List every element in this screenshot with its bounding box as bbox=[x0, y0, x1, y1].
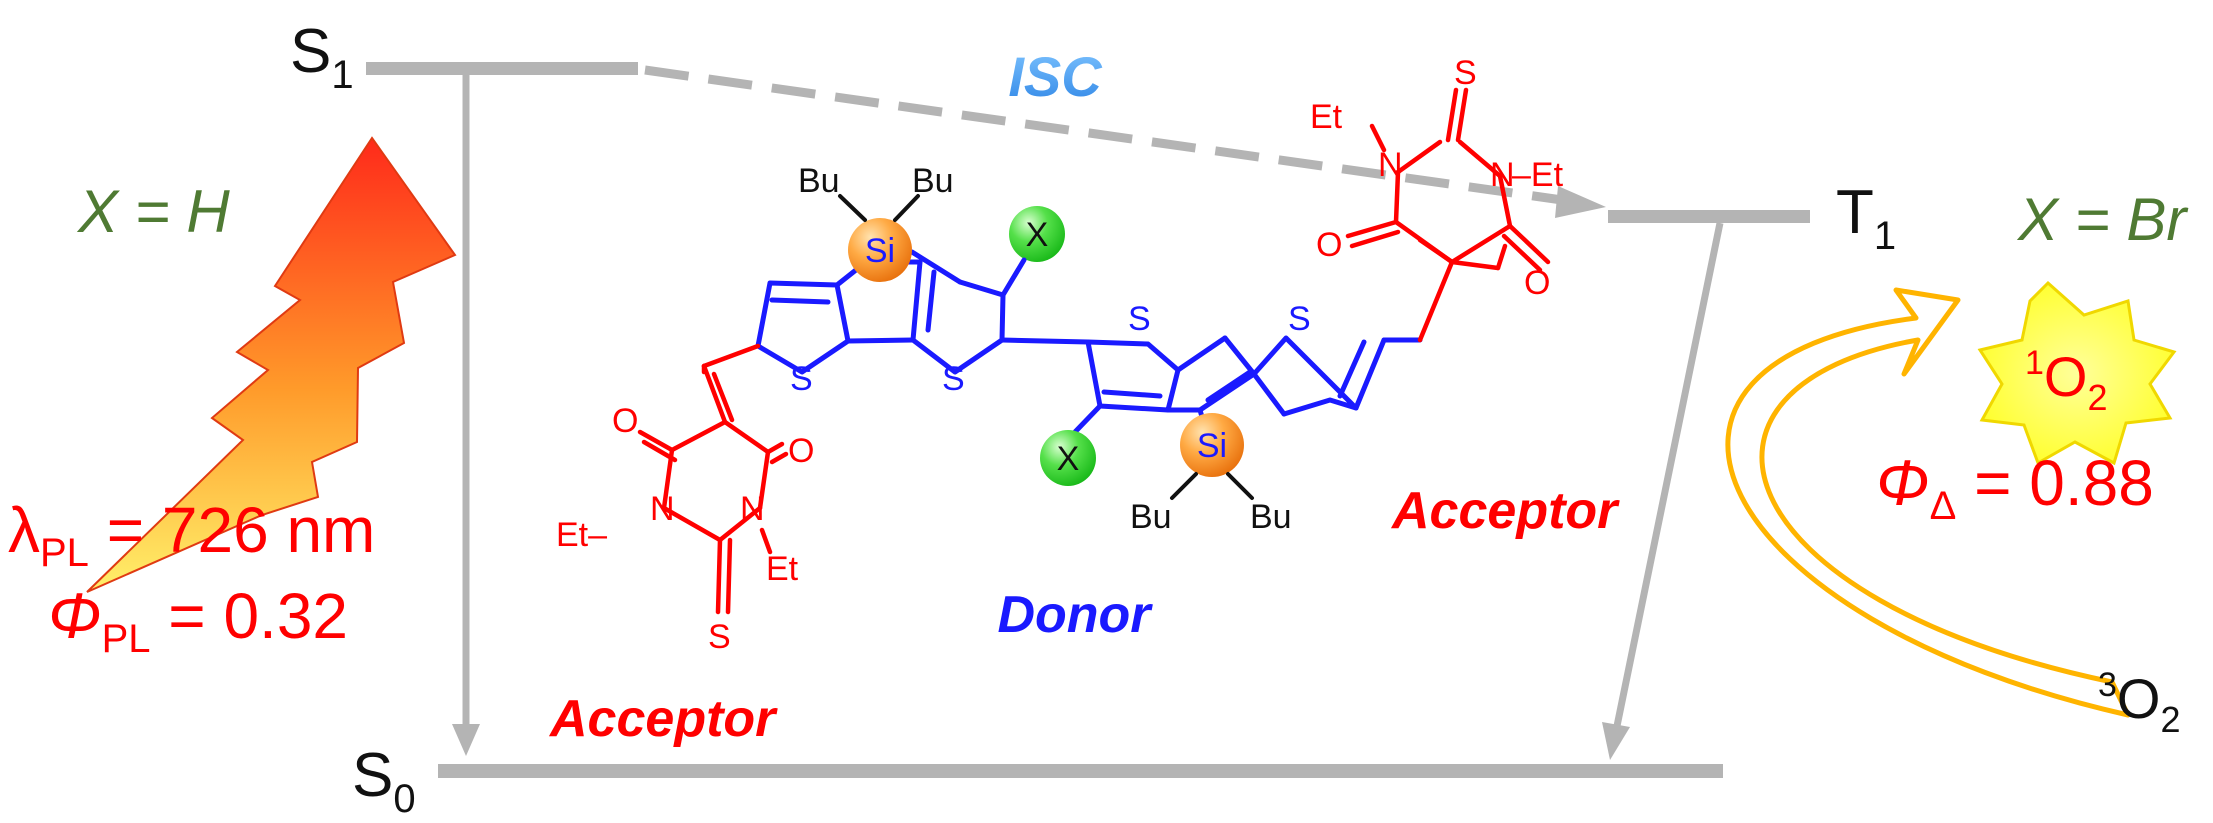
energy-levels bbox=[366, 62, 1810, 778]
lambda-pl-label: λPL = 726 nm bbox=[8, 494, 375, 575]
silicon-atom-top: Si bbox=[865, 232, 895, 270]
right-oxygen-2: O bbox=[1524, 264, 1550, 302]
singlet-oxygen-burst bbox=[1977, 280, 2177, 466]
sulfur-atom-3: S bbox=[1128, 300, 1151, 338]
acceptor-right-label: Acceptor bbox=[1390, 482, 1620, 540]
silicon-atom-bottom: Si bbox=[1197, 427, 1227, 465]
butyl-bottom-right: Bu bbox=[1250, 498, 1292, 536]
left-oxygen-1: O bbox=[612, 402, 638, 440]
butyl-top-left: Bu bbox=[798, 162, 840, 200]
right-sulfur-thione: S bbox=[1454, 54, 1477, 92]
left-acceptor-bonds bbox=[637, 343, 789, 615]
x-substituent-top: X bbox=[1026, 216, 1049, 254]
lightning-bolt-icon bbox=[86, 136, 457, 593]
molecule-structure: Si Si X X Bu Bu Bu Bu S S S S bbox=[556, 54, 1564, 656]
fluorescence-arrow bbox=[452, 75, 480, 756]
left-ethyl-1: Et– bbox=[556, 516, 607, 554]
butyl-bottom-left: Bu bbox=[1130, 498, 1172, 536]
variant-right-label: X = Br bbox=[2016, 186, 2188, 253]
s0-level bbox=[438, 764, 1723, 778]
isc-label: ISC bbox=[1008, 45, 1103, 108]
acceptor-left-label: Acceptor bbox=[548, 690, 778, 748]
right-nitrogen-1: N bbox=[1378, 146, 1403, 184]
sulfur-atom-4: S bbox=[1288, 300, 1311, 338]
left-nitrogen-1: N bbox=[650, 490, 675, 528]
silicon-sphere-bottom bbox=[1180, 413, 1244, 477]
oxygen-conversion-arrow bbox=[1725, 287, 2131, 718]
s1-level bbox=[366, 62, 638, 75]
silicon-sphere-top bbox=[848, 218, 912, 282]
right-ethyl-1: Et bbox=[1310, 98, 1343, 136]
left-oxygen-2: O bbox=[788, 432, 814, 470]
donor-core-bonds bbox=[755, 249, 1423, 441]
right-nitrogen-2: N bbox=[1490, 156, 1515, 194]
sulfur-atom-2: S bbox=[942, 360, 965, 398]
phi-delta-label: ΦΔ = 0.88 bbox=[1876, 447, 2154, 528]
variant-left-label: X = H bbox=[76, 178, 230, 245]
x-sphere-bottom bbox=[1040, 430, 1096, 486]
triplet-oxygen-label: 3O2 bbox=[2098, 666, 2181, 740]
left-ethyl-2: Et bbox=[766, 550, 799, 588]
isc-arrow bbox=[644, 65, 1606, 218]
t1-level bbox=[1608, 210, 1810, 223]
s1-label: S1 bbox=[290, 17, 354, 97]
s0-label: S0 bbox=[352, 741, 416, 821]
x-substituent-bottom: X bbox=[1057, 440, 1080, 478]
right-ethyl-2: –Et bbox=[1512, 156, 1564, 194]
t1-label: T1 bbox=[1836, 178, 1896, 258]
butyl-top-right: Bu bbox=[912, 162, 954, 200]
right-oxygen-1: O bbox=[1316, 226, 1342, 264]
right-acceptor-bonds bbox=[1345, 87, 1551, 343]
left-sulfur-thione: S bbox=[708, 618, 731, 656]
donor-label: Donor bbox=[997, 586, 1153, 644]
left-nitrogen-2: N bbox=[740, 490, 765, 528]
singlet-oxygen-label: 1O2 bbox=[2025, 344, 2108, 418]
phi-pl-label: ΦPL = 0.32 bbox=[48, 580, 348, 661]
phosphorescence-arrow bbox=[1602, 222, 1724, 760]
sulfur-atom-1: S bbox=[790, 360, 813, 398]
x-sphere-top bbox=[1009, 206, 1065, 262]
